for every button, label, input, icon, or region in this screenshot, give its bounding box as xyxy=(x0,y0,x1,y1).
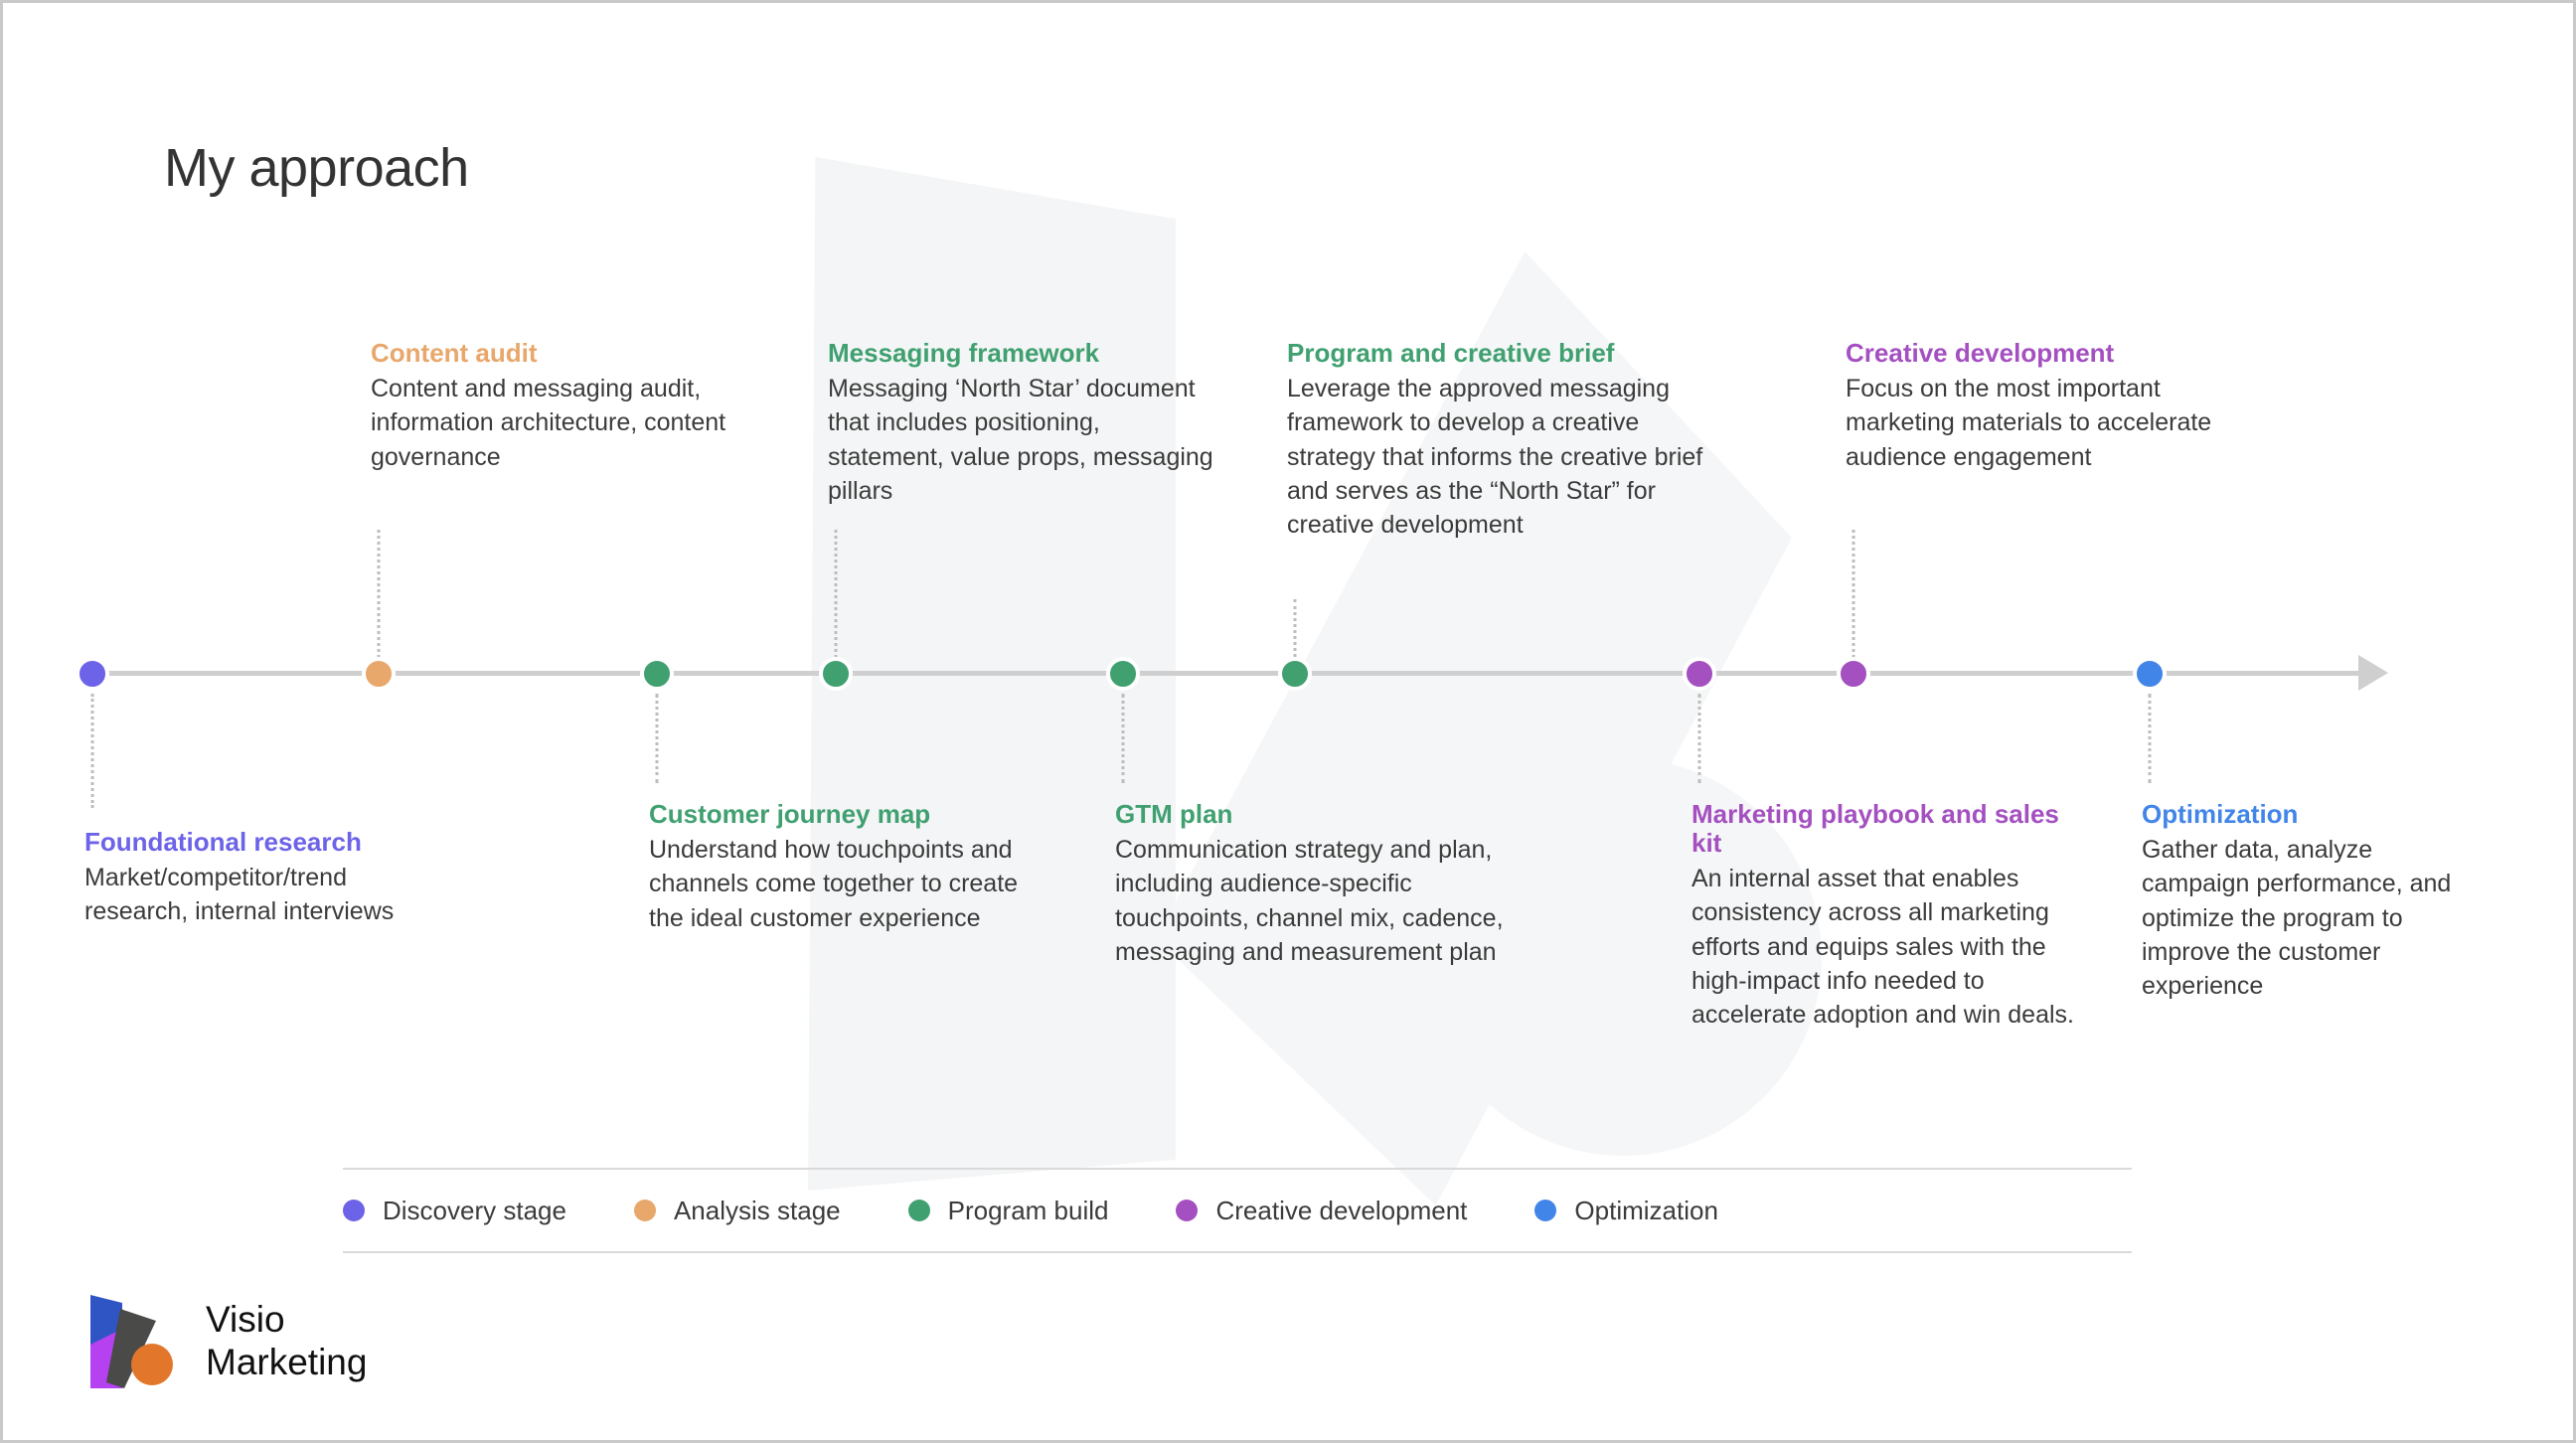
legend-color-swatch xyxy=(1176,1200,1199,1221)
page-title: My approach xyxy=(164,138,469,198)
timeline-leader-line xyxy=(1852,530,1855,664)
milestone-description: Content and messaging audit, information… xyxy=(371,375,726,471)
milestone-title: Content audit xyxy=(371,338,538,368)
milestone-title: Creative development xyxy=(1846,338,2115,368)
timeline-leader-line xyxy=(90,694,94,808)
logo-wordmark: Visio Marketing xyxy=(206,1299,368,1382)
timeline-node-dot[interactable] xyxy=(819,657,853,691)
legend: Discovery stage Analysis stage Program bui… xyxy=(343,1168,2132,1253)
legend-item-5[interactable]: Optimization xyxy=(1534,1196,1718,1226)
timeline-node-dot[interactable] xyxy=(1278,657,1312,691)
timeline-leader-line xyxy=(1293,599,1297,664)
legend-label: Program build xyxy=(947,1195,1109,1225)
milestone-description: Understand how touchpoints and channels … xyxy=(649,836,1019,932)
milestone-description: Communication strategy and plan, includi… xyxy=(1115,836,1504,966)
visio-logo-svg xyxy=(90,1295,173,1388)
milestone-title: Marketing playbook and sales kit xyxy=(1691,799,2059,859)
timeline-leader-line xyxy=(1697,694,1701,783)
legend-label: Discovery stage xyxy=(383,1195,566,1225)
legend-label: Optimization xyxy=(1574,1195,1718,1225)
milestone-title: Optimization xyxy=(2142,799,2299,829)
legend-item-3[interactable]: Program build xyxy=(907,1195,1109,1226)
milestone-description: Leverage the approved messaging framewor… xyxy=(1287,375,1703,540)
legend-item-2[interactable]: Analysis stage xyxy=(633,1195,841,1226)
milestone-description: Gather data, analyze campaign performanc… xyxy=(2142,836,2452,1001)
timeline-node-dot[interactable] xyxy=(76,657,109,691)
legend-color-swatch xyxy=(343,1200,365,1221)
milestone-title: Customer journey map xyxy=(649,799,931,829)
arrow-right-icon xyxy=(2358,655,2388,691)
logo-mark-icon xyxy=(84,1287,184,1396)
legend-item-1[interactable]: Discovery stage xyxy=(343,1196,566,1226)
milestone-description: Messaging ‘North Star’ document that inc… xyxy=(828,375,1213,505)
timeline-leader-line xyxy=(655,694,659,783)
timeline-node-dot[interactable] xyxy=(1683,657,1716,691)
timeline-node-dot[interactable] xyxy=(640,657,674,691)
legend-label: Creative development xyxy=(1215,1195,1468,1225)
timeline-node-dot[interactable] xyxy=(362,657,396,691)
milestone-title: Foundational research xyxy=(84,827,362,857)
legend-label: Analysis stage xyxy=(673,1195,841,1225)
timeline-leader-line xyxy=(2148,694,2152,783)
timeline-node-dot[interactable] xyxy=(2133,657,2167,691)
brand-logo: Visio Marketing xyxy=(84,1287,367,1396)
milestone-title: Messaging framework xyxy=(828,338,1100,368)
timeline-leader-line xyxy=(377,530,381,664)
milestone-description: Focus on the most important marketing ma… xyxy=(1846,375,2212,471)
legend-color-swatch xyxy=(1534,1200,1557,1221)
legend-item-4[interactable]: Creative development xyxy=(1176,1196,1467,1226)
milestone-description: Market/competitor/trend research, intern… xyxy=(84,864,395,926)
timeline-node-dot[interactable] xyxy=(1837,657,1870,691)
timeline-leader-line xyxy=(834,530,838,664)
milestone-title: Program and creative brief xyxy=(1287,338,1615,368)
legend-color-swatch xyxy=(907,1200,930,1221)
timeline-node-dot[interactable] xyxy=(1106,657,1140,691)
timeline-leader-line xyxy=(1121,694,1125,783)
milestone-title: GTM plan xyxy=(1115,799,1233,829)
milestone-description: An internal asset that enables consisten… xyxy=(1691,865,2074,1030)
legend-color-swatch xyxy=(633,1200,656,1221)
timeline-axis-line xyxy=(92,671,2378,676)
